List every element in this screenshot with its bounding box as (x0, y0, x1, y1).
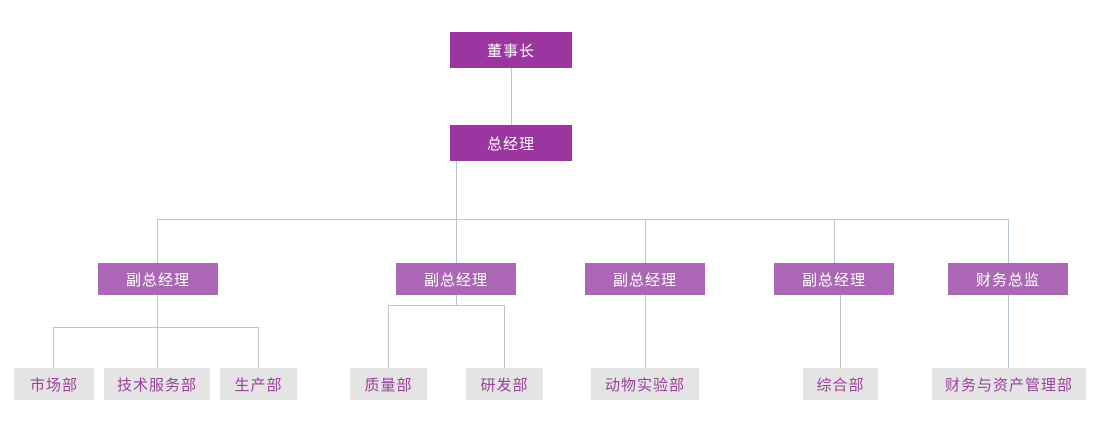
node-cfo-label: 财务总监 (975, 270, 1040, 289)
connector-drop-vp1 (157, 219, 158, 263)
connector-chairman-to-general-manager (511, 68, 512, 125)
node-dept-finance-asset-label: 财务与资产管理部 (944, 375, 1073, 394)
connector-drop-cfo (1008, 219, 1009, 263)
node-vp4[interactable]: 副总经理 (774, 263, 894, 295)
connector-drop-dept-rnd (504, 305, 505, 368)
connector-vp2-bus (388, 305, 504, 306)
connector-drop-dept-market (53, 327, 54, 368)
node-vp3[interactable]: 副总经理 (585, 263, 705, 295)
node-dept-general-affairs[interactable]: 综合部 (803, 368, 878, 400)
connector-vp1-stem (157, 295, 158, 327)
node-dept-animal-lab-label: 动物实验部 (604, 375, 685, 394)
connector-vp1-bus (53, 327, 258, 328)
node-vp3-label: 副总经理 (612, 270, 677, 289)
node-dept-market[interactable]: 市场部 (14, 368, 94, 400)
connector-cfo-to-dept-finance-asset (1008, 295, 1009, 368)
connector-drop-dept-quality (388, 305, 389, 368)
node-dept-animal-lab[interactable]: 动物实验部 (591, 368, 699, 400)
node-dept-rnd[interactable]: 研发部 (466, 368, 543, 400)
connector-general-manager-stem (456, 161, 457, 219)
connector-drop-dept-tech-service (157, 327, 158, 368)
node-chairman-label: 董事长 (486, 41, 535, 60)
node-dept-tech-service-label: 技术服务部 (116, 375, 197, 394)
connector-vp4-to-dept-general-affairs (840, 295, 841, 368)
node-dept-quality-label: 质量部 (364, 375, 413, 394)
node-dept-general-affairs-label: 综合部 (816, 375, 865, 394)
node-dept-rnd-label: 研发部 (480, 375, 529, 394)
node-vp4-label: 副总经理 (801, 270, 866, 289)
node-dept-production-label: 生产部 (234, 375, 283, 394)
node-dept-production[interactable]: 生产部 (220, 368, 297, 400)
node-chairman[interactable]: 董事长 (450, 32, 572, 68)
node-vp2-label: 副总经理 (423, 270, 488, 289)
connector-drop-dept-production (258, 327, 259, 368)
connector-drop-vp4 (834, 219, 835, 263)
node-dept-quality[interactable]: 质量部 (350, 368, 427, 400)
connector-drop-vp2 (456, 219, 457, 305)
node-dept-market-label: 市场部 (29, 375, 78, 394)
node-general-manager-label: 总经理 (486, 134, 535, 153)
connector-level1-bus (157, 219, 1009, 220)
node-general-manager[interactable]: 总经理 (450, 125, 572, 161)
connector-drop-vp3 (645, 219, 646, 263)
connector-vp3-to-dept-animal-lab (645, 295, 646, 368)
node-vp1-label: 副总经理 (125, 270, 190, 289)
node-dept-finance-asset[interactable]: 财务与资产管理部 (932, 368, 1086, 400)
node-vp1[interactable]: 副总经理 (98, 263, 218, 295)
node-vp2[interactable]: 副总经理 (396, 263, 516, 295)
node-dept-tech-service[interactable]: 技术服务部 (104, 368, 210, 400)
node-cfo[interactable]: 财务总监 (948, 263, 1068, 295)
